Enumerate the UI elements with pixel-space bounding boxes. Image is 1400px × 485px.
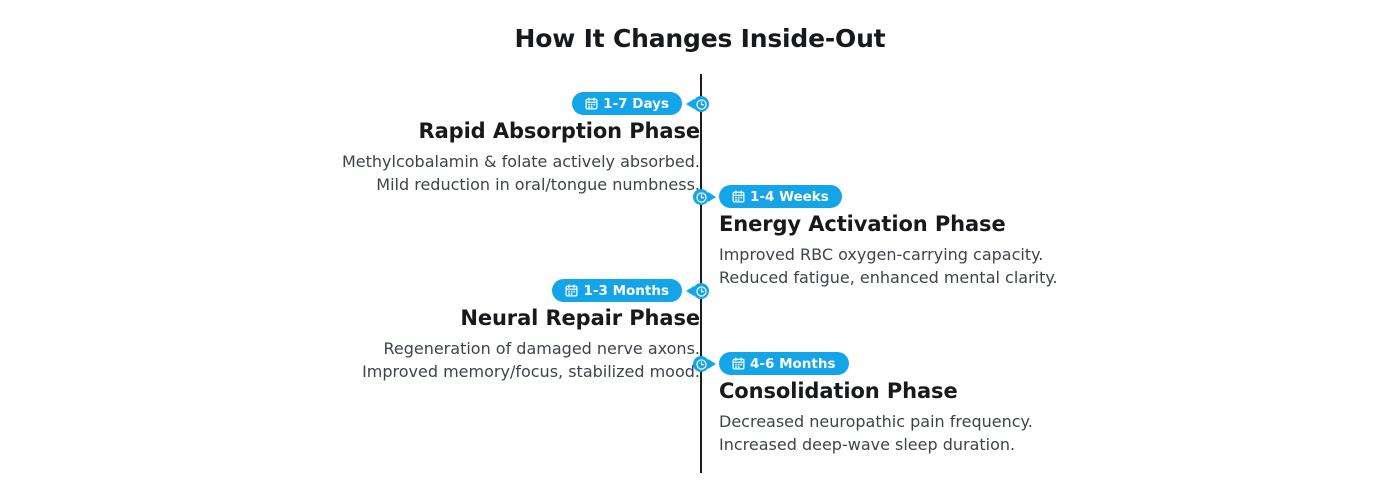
entry-content: Neural Repair Phase Regeneration of dama… <box>230 305 700 384</box>
duration-badge: 1-7 Days <box>572 92 682 115</box>
phase-description-line: Methylcobalamin & folate actively absorb… <box>341 152 700 172</box>
page-title: How It Changes Inside-Out <box>514 24 886 53</box>
duration-badge: 1-4 Weeks <box>719 185 842 208</box>
phase-title: Neural Repair Phase <box>460 306 700 330</box>
entry-content: Rapid Absorption Phase Methylcobalamin &… <box>230 118 700 197</box>
duration-badge: 1-3 Months <box>552 279 682 302</box>
marker-pointer <box>708 359 716 369</box>
clock-icon <box>693 283 709 299</box>
phase-title: Energy Activation Phase <box>719 212 1006 236</box>
duration-label: 1-4 Weeks <box>750 188 829 205</box>
phase-description-line: Reduced fatigue, enhanced mental clarity… <box>719 267 1058 287</box>
clock-icon <box>693 356 709 372</box>
phase-description-line: Decreased neuropathic pain frequency. <box>719 412 1033 432</box>
duration-label: 1-3 Months <box>583 282 669 299</box>
marker-pointer <box>686 286 694 296</box>
clock-icon <box>693 189 709 205</box>
phase-title: Rapid Absorption Phase <box>418 119 701 143</box>
marker-pointer <box>686 99 694 109</box>
marker-pointer <box>708 192 716 202</box>
timeline-spine <box>700 74 702 473</box>
entry-content: Consolidation Phase Decreased neuropathi… <box>719 378 1189 457</box>
phase-description-line: Improved memory/focus, stabilized mood. <box>362 361 700 381</box>
duration-label: 4-6 Months <box>750 355 836 372</box>
calendar-icon <box>585 97 598 110</box>
entry-content: Energy Activation Phase Improved RBC oxy… <box>719 211 1189 290</box>
phase-description-line: Increased deep-wave sleep duration. <box>719 434 1016 454</box>
calendar-icon <box>565 284 578 297</box>
duration-label: 1-7 Days <box>603 95 669 112</box>
calendar-icon <box>732 357 745 370</box>
phase-description-line: Mild reduction in oral/tongue numbness. <box>376 174 700 194</box>
phase-description-line: Regeneration of damaged nerve axons. <box>383 339 700 359</box>
phase-description-line: Improved RBC oxygen-carrying capacity. <box>719 245 1044 265</box>
calendar-icon <box>732 190 745 203</box>
phase-title: Consolidation Phase <box>719 379 958 403</box>
duration-badge: 4-6 Months <box>719 352 849 375</box>
clock-icon <box>693 96 709 112</box>
